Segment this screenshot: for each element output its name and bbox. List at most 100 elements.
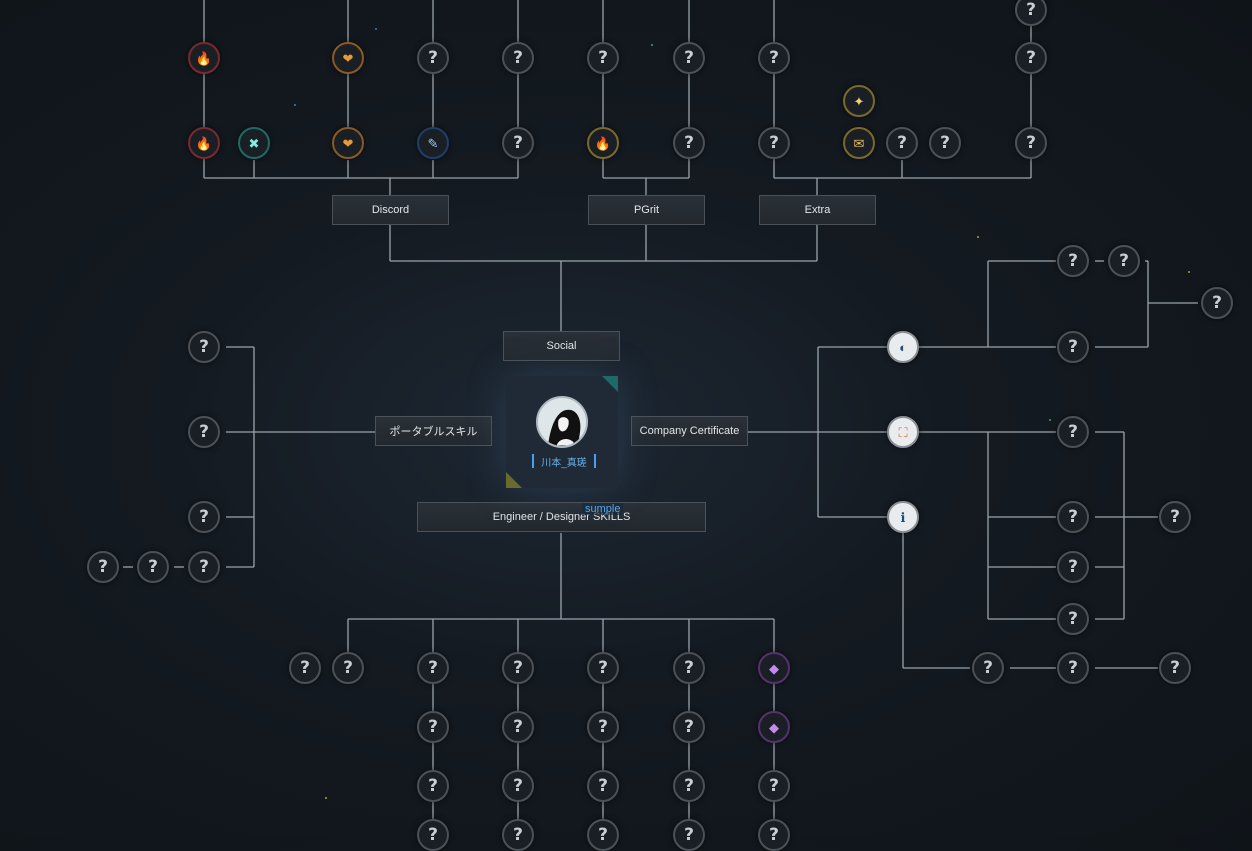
locked-skill-node[interactable]: ? xyxy=(502,819,534,851)
unlocked-skill-node[interactable]: ✉ xyxy=(843,127,875,159)
unknown-skill-icon: ? xyxy=(598,48,608,68)
locked-skill-node[interactable]: ? xyxy=(673,127,705,159)
locked-skill-node[interactable]: ? xyxy=(758,770,790,802)
locked-skill-node[interactable]: ? xyxy=(1015,127,1047,159)
unlocked-skill-node[interactable]: 🔥 xyxy=(188,42,220,74)
unknown-skill-icon: ? xyxy=(1026,0,1036,20)
unlocked-skill-node[interactable]: ◐ xyxy=(887,331,919,363)
locked-skill-node[interactable]: ? xyxy=(587,819,619,851)
unknown-skill-icon: ? xyxy=(684,825,694,845)
unlocked-skill-node[interactable]: ❤ xyxy=(332,127,364,159)
locked-skill-node[interactable]: ? xyxy=(587,652,619,684)
unlocked-skill-node[interactable]: ℹ xyxy=(887,501,919,533)
locked-skill-node[interactable]: ? xyxy=(673,770,705,802)
locked-skill-node[interactable]: ? xyxy=(289,652,321,684)
unknown-skill-icon: ? xyxy=(1068,507,1078,527)
discord-box[interactable]: Discord xyxy=(332,195,449,225)
unlocked-skill-node[interactable]: 🔥 xyxy=(587,127,619,159)
locked-skill-node[interactable]: ? xyxy=(502,770,534,802)
locked-skill-node[interactable]: ? xyxy=(1057,331,1089,363)
profile-name: 川本_真瑳 xyxy=(532,454,596,469)
extra-box[interactable]: Extra xyxy=(759,195,876,225)
unknown-skill-icon: ? xyxy=(684,133,694,153)
flame-icon: 🔥 xyxy=(195,50,213,66)
locked-skill-node[interactable]: ? xyxy=(188,416,220,448)
locked-skill-node[interactable]: ? xyxy=(332,652,364,684)
locked-skill-node[interactable]: ? xyxy=(1201,287,1233,319)
locked-skill-node[interactable]: ? xyxy=(758,42,790,74)
locked-skill-node[interactable]: ? xyxy=(417,711,449,743)
locked-skill-node[interactable]: ? xyxy=(1159,501,1191,533)
locked-skill-node[interactable]: ? xyxy=(1057,652,1089,684)
unlocked-skill-node[interactable]: ◆ xyxy=(758,711,790,743)
social-box[interactable]: Social xyxy=(503,331,620,361)
unknown-skill-icon: ? xyxy=(199,337,209,357)
unlocked-skill-node[interactable]: ✦ xyxy=(843,85,875,117)
locked-skill-node[interactable]: ? xyxy=(929,127,961,159)
unknown-skill-icon: ? xyxy=(513,658,523,678)
unlocked-skill-node[interactable]: 🔥 xyxy=(188,127,220,159)
locked-skill-node[interactable]: ? xyxy=(1057,551,1089,583)
locked-skill-node[interactable]: ? xyxy=(886,127,918,159)
locked-skill-node[interactable]: ? xyxy=(417,652,449,684)
locked-skill-node[interactable]: ? xyxy=(188,331,220,363)
unknown-skill-icon: ? xyxy=(1170,658,1180,678)
unlocked-skill-node[interactable]: ✎ xyxy=(417,127,449,159)
unlocked-skill-node[interactable]: ❤ xyxy=(332,42,364,74)
unlocked-skill-node[interactable]: ◆ xyxy=(758,652,790,684)
locked-skill-node[interactable]: ? xyxy=(758,819,790,851)
pencil-icon: ✎ xyxy=(427,135,439,151)
locked-skill-node[interactable]: ? xyxy=(188,501,220,533)
locked-skill-node[interactable]: ? xyxy=(502,42,534,74)
locked-skill-node[interactable]: ? xyxy=(1015,0,1047,26)
pgrit-box[interactable]: PGrit xyxy=(588,195,705,225)
locked-skill-node[interactable]: ? xyxy=(87,551,119,583)
badge-icon: ◐ xyxy=(899,339,907,355)
unknown-skill-icon: ? xyxy=(684,717,694,737)
locked-skill-node[interactable]: ? xyxy=(1108,245,1140,277)
locked-skill-node[interactable]: ? xyxy=(417,819,449,851)
locked-skill-node[interactable]: ? xyxy=(1057,501,1089,533)
locked-skill-node[interactable]: ? xyxy=(1057,245,1089,277)
unknown-skill-icon: ? xyxy=(684,658,694,678)
crossed-swords-icon: ✖ xyxy=(248,135,260,151)
unknown-skill-icon: ? xyxy=(513,825,523,845)
corner-accent xyxy=(602,376,618,392)
locked-skill-node[interactable]: ? xyxy=(587,711,619,743)
locked-skill-node[interactable]: ? xyxy=(587,770,619,802)
locked-skill-node[interactable]: ? xyxy=(502,652,534,684)
unknown-skill-icon: ? xyxy=(428,658,438,678)
locked-skill-node[interactable]: ? xyxy=(1159,652,1191,684)
company-certificate-box[interactable]: Company Certificate xyxy=(631,416,748,446)
unlocked-skill-node[interactable]: ⛶ xyxy=(887,416,919,448)
locked-skill-node[interactable]: ? xyxy=(673,819,705,851)
unknown-skill-icon: ? xyxy=(1026,48,1036,68)
unknown-skill-icon: ? xyxy=(428,776,438,796)
locked-skill-node[interactable]: ? xyxy=(1015,42,1047,74)
flame-icon: 🔥 xyxy=(195,135,213,151)
sparkle-icon: ✦ xyxy=(853,93,865,109)
portable-skill-box[interactable]: ポータブルスキル xyxy=(375,416,492,446)
locked-skill-node[interactable]: ? xyxy=(1057,603,1089,635)
locked-skill-node[interactable]: ? xyxy=(673,42,705,74)
locked-skill-node[interactable]: ? xyxy=(137,551,169,583)
locked-skill-node[interactable]: ? xyxy=(502,127,534,159)
locked-skill-node[interactable]: ? xyxy=(673,652,705,684)
unlocked-skill-node[interactable]: ✖ xyxy=(238,127,270,159)
spark xyxy=(651,44,653,46)
unknown-skill-icon: ? xyxy=(199,422,209,442)
locked-skill-node[interactable]: ? xyxy=(1057,416,1089,448)
locked-skill-node[interactable]: ? xyxy=(673,711,705,743)
locked-skill-node[interactable]: ? xyxy=(758,127,790,159)
engineer-skills-box[interactable]: Engineer / Designer SKILLS xyxy=(417,502,706,532)
locked-skill-node[interactable]: ? xyxy=(587,42,619,74)
heart-icon: ❤ xyxy=(342,135,354,151)
profile-card[interactable]: 川本_真瑳 xyxy=(506,376,618,488)
locked-skill-node[interactable]: ? xyxy=(417,770,449,802)
unknown-skill-icon: ? xyxy=(1068,422,1078,442)
locked-skill-node[interactable]: ? xyxy=(502,711,534,743)
locked-skill-node[interactable]: ? xyxy=(188,551,220,583)
locked-skill-node[interactable]: ? xyxy=(972,652,1004,684)
spark xyxy=(1049,419,1051,421)
locked-skill-node[interactable]: ? xyxy=(417,42,449,74)
